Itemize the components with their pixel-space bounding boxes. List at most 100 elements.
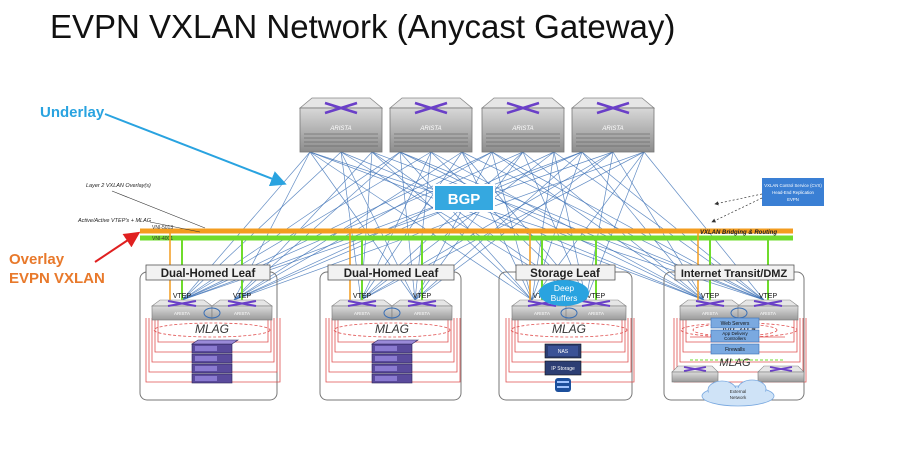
vtep-label: VTEP xyxy=(759,293,778,300)
ip-storage-device: IP Storage xyxy=(544,360,582,392)
underlay-link xyxy=(233,151,583,301)
overlay-label: Overlay EVPN VXLAN xyxy=(9,250,105,288)
server-stack xyxy=(191,339,239,384)
switch-icon xyxy=(227,300,257,307)
mlag-label: MLAG xyxy=(552,322,586,336)
external-network-cloud: External Network xyxy=(701,379,775,407)
switch-icon xyxy=(769,366,793,372)
l2-overlay-pointer xyxy=(111,190,206,229)
vtep-label: VTEP xyxy=(701,293,720,300)
switch-icon xyxy=(324,101,358,115)
leaf-brand: ARISTA xyxy=(534,311,550,316)
underlay-link xyxy=(522,151,705,301)
mlag-label: MLAG xyxy=(195,322,229,336)
bgp-label: BGP xyxy=(448,191,481,208)
cvx-line1: VXLAN Control Service (CVX) xyxy=(764,183,822,188)
overlay-label-line2: EVPN VXLAN xyxy=(9,270,105,287)
mlag-link xyxy=(679,318,801,363)
spine-layer: ARISTA ARISTA ARISTA ARISTA xyxy=(298,97,656,153)
underlay-link xyxy=(491,151,705,301)
underlay-link xyxy=(233,151,463,301)
switch-icon xyxy=(695,300,725,307)
mlag-link xyxy=(676,318,804,373)
underlay-arrow xyxy=(104,113,287,187)
svg-text:Deep: Deep xyxy=(554,283,575,293)
underlay-link xyxy=(309,151,705,301)
svg-text:Dual-Homed Leaf: Dual-Homed Leaf xyxy=(344,268,439,280)
svg-text:Web Servers: Web Servers xyxy=(721,321,750,327)
cvx-pointer-2 xyxy=(711,197,763,223)
spine-brand: ARISTA xyxy=(329,126,351,132)
bridging-label: VXLAN Bridging & Routing xyxy=(700,230,777,236)
leaf-brand: ARISTA xyxy=(234,311,250,316)
svg-text:Controllers: Controllers xyxy=(724,336,747,341)
svg-text:Buffers: Buffers xyxy=(551,293,578,303)
svg-text:Network: Network xyxy=(730,395,747,400)
spine-switch-3: ARISTA xyxy=(480,97,566,153)
switch-icon xyxy=(581,300,611,307)
leaf-switch-right: ARISTA VTEP xyxy=(737,293,799,321)
svg-text:IP Storage: IP Storage xyxy=(551,366,575,372)
peer-link xyxy=(383,307,401,319)
bgp-box xyxy=(433,184,495,212)
svg-text:Internet Transit/DMZ: Internet Transit/DMZ xyxy=(681,268,788,280)
switch-icon xyxy=(347,300,377,307)
cvx-box xyxy=(762,178,824,206)
spine-brand: ARISTA xyxy=(601,126,623,132)
svg-text:NAS: NAS xyxy=(558,349,569,355)
spine-switch-2: ARISTA xyxy=(388,97,474,153)
cvx-line2: Head-End Replication xyxy=(772,190,814,195)
overlay-label-line1: Overlay xyxy=(9,251,65,268)
overlay-arrow xyxy=(94,231,141,263)
underlay-link xyxy=(233,151,555,301)
switch-icon xyxy=(506,101,540,115)
dmz-lower-switches xyxy=(671,365,805,383)
peer-link xyxy=(560,307,578,319)
cvx-line3: EVPN xyxy=(787,197,799,202)
nas-device: NAS xyxy=(544,343,582,359)
deep-buffers-cloud: Deep Buffers xyxy=(539,280,589,306)
spine-switch-4: ARISTA xyxy=(570,97,656,153)
dmz-mlag-2: MLAG xyxy=(719,357,751,369)
spine-brand: ARISTA xyxy=(419,126,441,132)
active-vtep-label: Active/Active VTEP's + MLAG xyxy=(77,218,152,224)
leaf-brand: ARISTA xyxy=(760,311,776,316)
mlag-ellipse xyxy=(333,322,451,338)
spine-brand: ARISTA xyxy=(511,126,533,132)
svg-text:Dual-Homed Leaf: Dual-Homed Leaf xyxy=(161,268,256,280)
leaf-switch-right: ARISTA VTEP xyxy=(211,293,273,321)
dmz-lower-switch-2 xyxy=(757,365,805,383)
page-title: EVPN VXLAN Network (Anycast Gateway) xyxy=(50,8,676,45)
vni-a-label: VNI-5013 xyxy=(152,225,173,231)
underlay-link xyxy=(430,151,705,301)
switch-icon xyxy=(414,101,448,115)
underlay-link xyxy=(371,151,533,301)
switch-icon xyxy=(407,300,437,307)
mlag-ellipse xyxy=(153,322,271,338)
leaf-title-2: Dual-Homed Leaf xyxy=(327,264,455,281)
spine-switch-1: ARISTA xyxy=(298,97,384,153)
underlay-link xyxy=(233,151,645,301)
underlay-link xyxy=(340,151,705,301)
svg-text:App Delivery: App Delivery xyxy=(722,331,748,336)
vtep-label: VTEP xyxy=(173,293,192,300)
mlag-link xyxy=(673,318,807,383)
leaf-title-4: Internet Transit/DMZ xyxy=(674,264,795,281)
active-vtep-pointer xyxy=(149,221,201,233)
dmz-lower-switch-1 xyxy=(671,365,719,383)
leaf-title-1: Dual-Homed Leaf xyxy=(145,264,271,281)
vtep-label: VTEP xyxy=(413,293,432,300)
leaf-title-3: Storage Leaf xyxy=(515,264,616,281)
vtep-label: VTEP xyxy=(233,293,252,300)
l2-overlay-label: Layer 2 VXLAN Overlay(s) xyxy=(86,183,151,189)
mlag-ellipse xyxy=(510,322,628,338)
leaf-brand: ARISTA xyxy=(588,311,604,316)
underlay-link xyxy=(233,151,493,301)
svg-text:External: External xyxy=(730,389,747,394)
cvx-pointer-1 xyxy=(714,193,763,206)
